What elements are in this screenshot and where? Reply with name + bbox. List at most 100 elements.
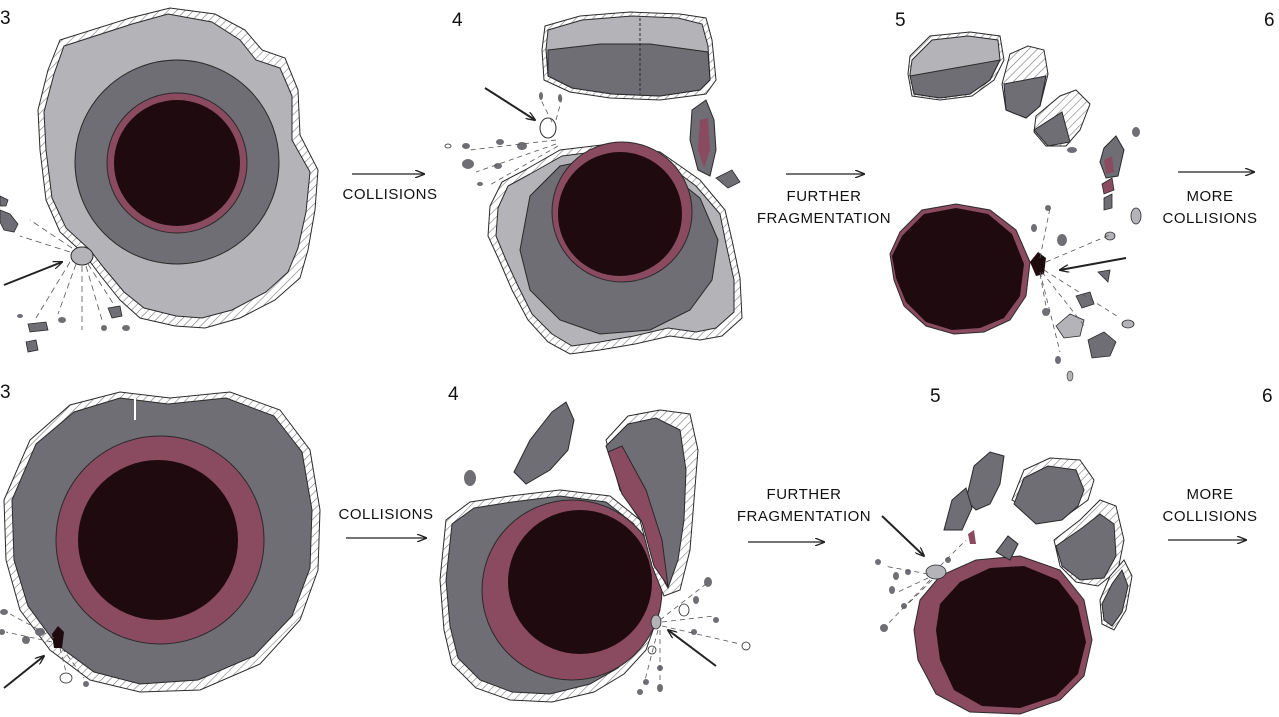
- top-stage-5-debris-piece: [1122, 320, 1134, 328]
- top-stage-3-debris-piece: [108, 306, 122, 318]
- top-stage-5-body: [890, 204, 1030, 334]
- top-stage-5-debris-piece: [1056, 314, 1084, 338]
- top-stage-4-impact-arrow: [485, 88, 535, 120]
- bottom-stage-5-debris-piece: [893, 572, 899, 580]
- bottom-stage-5-shard-b: [944, 488, 972, 530]
- bottom-stage-4-debris-piece: [657, 684, 663, 692]
- top-stage-4-debris-ring: [445, 144, 451, 148]
- top-stage-5-debris-piece: [1088, 332, 1116, 358]
- bottom-stage-4-debris-piece: [464, 470, 476, 486]
- bottom-stage-3-debris-piece: [22, 636, 30, 644]
- top-stage-5-debris-piece: [1104, 194, 1112, 210]
- top-step-fragmentation-line-1: FURTHER: [738, 186, 910, 208]
- top-stage-3-debris-piece: [58, 317, 66, 323]
- top-step-collisions-line-1: COLLISIONS: [330, 184, 450, 206]
- top-stage-4-debris-piece: [477, 182, 483, 186]
- top-stage-5-debris-piece: [1031, 224, 1037, 232]
- bottom-stage-4-impactor: [651, 615, 661, 629]
- top-stage-4-slab-mantle: [548, 44, 710, 96]
- bottom-stage-3-debris-piece: [0, 609, 8, 615]
- bottom-stage-4-debris-piece: [637, 689, 643, 695]
- bottom-stage-4-debris-piece: [704, 577, 712, 587]
- top-stage-5-label: 5: [895, 10, 906, 32]
- top-stage-3-debris-piece: [0, 210, 18, 232]
- bottom-step-collisions-line-1: COLLISIONS: [326, 504, 446, 526]
- bottom-stage-5-debris-piece: [889, 586, 895, 594]
- top-stage-4-body: [488, 142, 742, 354]
- bottom-stage-5-debris-piece: [968, 530, 976, 544]
- top-stage-4-core: [558, 152, 682, 276]
- bottom-step-fragmentation-label: FURTHER FRAGMENTATION: [718, 484, 890, 528]
- top-stage-5-debris-piece: [1055, 356, 1061, 364]
- bottom-stage-3-debris-piece: [83, 681, 89, 687]
- bottom-stage-4-debris-ring: [742, 642, 750, 650]
- bottom-stage-5-impactor: [926, 565, 946, 579]
- top-stage-5-debris-piece: [1042, 308, 1050, 316]
- bottom-stage-3-label: 3: [0, 382, 11, 404]
- top-stage-4-debris-piece: [462, 143, 470, 149]
- bottom-stage-6-label: 6: [1262, 386, 1273, 408]
- top-stage-3-core: [114, 100, 240, 226]
- top-step-more-collisions-label: MORE COLLISIONS: [1150, 186, 1270, 230]
- bottom-stage-4-debris-piece: [643, 679, 649, 685]
- bottom-stage-4-debris-piece: [713, 617, 719, 623]
- bottom-stage-4-body: [440, 490, 662, 702]
- top-step-fragmentation-line-2: FRAGMENTATION: [738, 208, 910, 230]
- top-stage-3-debris-piece: [0, 196, 8, 206]
- bottom-stage-4-debris-piece: [693, 596, 699, 604]
- top-stage-4-label: 4: [452, 10, 463, 32]
- bottom-stage-3-debris-ring: [60, 673, 72, 683]
- top-stage-3-debris-piece: [122, 325, 130, 331]
- bottom-stage-3-body: [4, 392, 320, 692]
- bottom-stage-4-label: 4: [448, 384, 459, 406]
- top-stage-4-debris-piece: [716, 170, 740, 188]
- bottom-stage-4-debris-ring: [648, 646, 656, 654]
- bottom-step-more-collisions-line-2: COLLISIONS: [1150, 506, 1270, 528]
- bottom-step-more-collisions-label: MORE COLLISIONS: [1150, 484, 1270, 528]
- bottom-stage-5-label: 5: [930, 386, 941, 408]
- bottom-stage-3-impact-arrow: [4, 656, 44, 688]
- top-stage-5-debris-piece: [1067, 371, 1073, 381]
- bottom-step-collisions-label: COLLISIONS: [326, 504, 446, 526]
- bottom-stage-4-shard-a: [514, 402, 574, 484]
- bottom-step-more-collisions-line-1: MORE: [1150, 484, 1270, 506]
- bottom-stage-4-debris-piece: [691, 629, 697, 635]
- bottom-stage-5-debris-piece: [875, 559, 881, 565]
- top-step-collisions-label: COLLISIONS: [330, 184, 450, 206]
- top-stage-4-debris-piece: [496, 139, 504, 145]
- top-step-fragmentation-label: FURTHER FRAGMENTATION: [738, 186, 910, 230]
- top-stage-3-debris-piece: [101, 325, 107, 331]
- bottom-stage-4-debris-ring: [679, 604, 689, 616]
- bottom-stage-5-debris-piece: [880, 624, 888, 632]
- top-stage-3-debris-piece: [17, 314, 23, 318]
- top-stage-3-debris-piece: [26, 340, 38, 352]
- top-stage-4-debris-piece: [539, 92, 543, 100]
- top-stage-5-impact-arrow: [1060, 258, 1126, 270]
- top-stage-3-impactor: [71, 247, 93, 265]
- top-stage-5-debris-piece: [1102, 178, 1114, 194]
- top-stage-5-debris-piece: [1067, 147, 1077, 153]
- bottom-stage-4-impact-arrow: [668, 630, 716, 666]
- bottom-stage-5-core: [936, 566, 1086, 708]
- top-stage-6-label: 6: [1264, 10, 1275, 32]
- top-stage-5-impactor: [1030, 252, 1046, 276]
- top-stage-5-debris-piece: [1098, 270, 1110, 282]
- bottom-stage-5-body: [914, 556, 1092, 714]
- top-stage-5-debris-piece: [1131, 208, 1141, 224]
- top-step-more-collisions-line-2: COLLISIONS: [1150, 208, 1270, 230]
- bottom-step-fragmentation-line-2: FRAGMENTATION: [718, 506, 890, 528]
- top-stage-3-debris-piece: [28, 322, 48, 332]
- top-stage-5-debris-piece: [1045, 205, 1051, 211]
- top-stage-3-impact-arrow: [4, 262, 62, 285]
- top-stage-5-slab-b-mantle: [1004, 76, 1046, 118]
- top-stage-5-debris-piece: [1132, 127, 1140, 137]
- top-stage-3-body: [38, 8, 318, 328]
- top-stage-5-debris-piece: [1057, 234, 1067, 246]
- bottom-stage-4-core: [508, 510, 652, 654]
- top-stage-4-impactor: [540, 118, 556, 138]
- top-step-more-collisions-line-1: MORE: [1150, 186, 1270, 208]
- bottom-stage-3-core: [78, 460, 238, 620]
- top-stage-4-debris-piece: [462, 159, 474, 169]
- bottom-step-fragmentation-line-1: FURTHER: [718, 484, 890, 506]
